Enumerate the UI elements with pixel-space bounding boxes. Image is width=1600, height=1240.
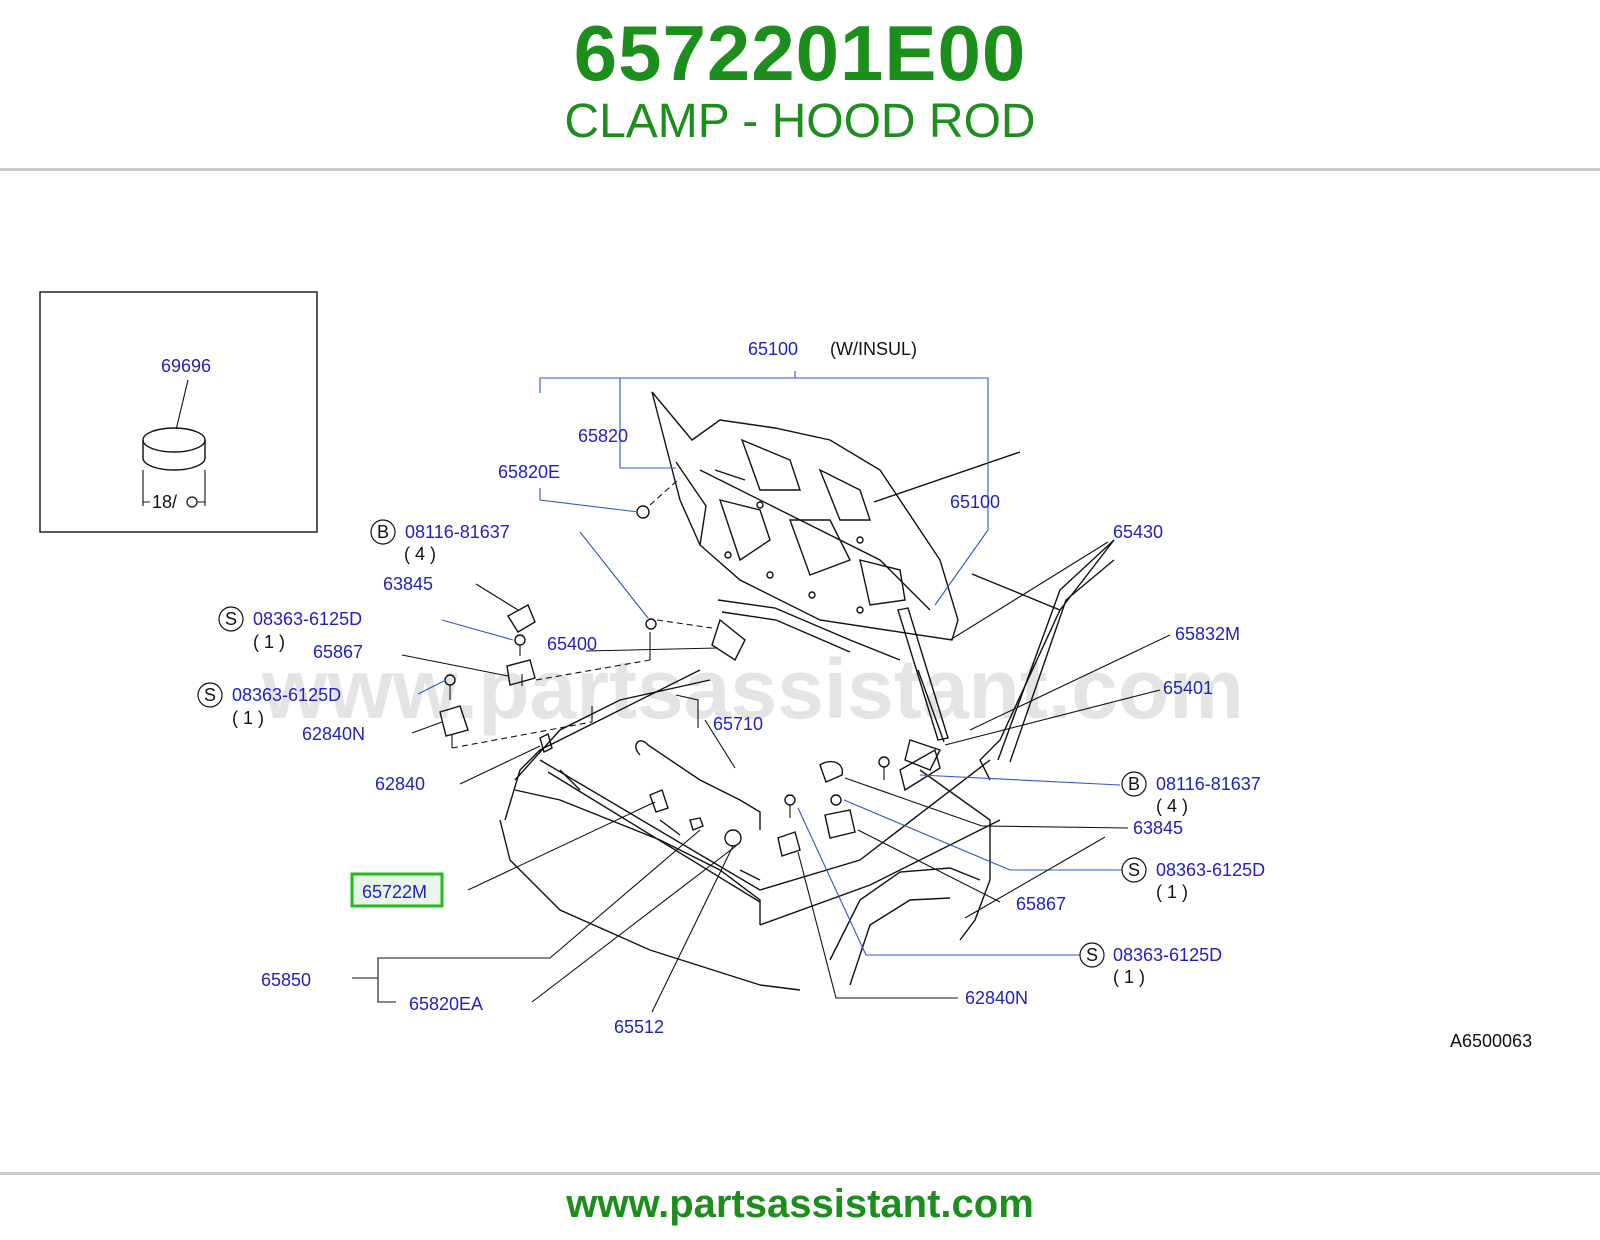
label-65820e[interactable]: 65820E [498,462,560,482]
label-69696[interactable]: 69696 [161,356,211,376]
label-65400[interactable]: 65400 [547,634,597,654]
qty-08363-3: ( 1 ) [1156,882,1188,902]
label-63845-left[interactable]: 63845 [383,574,433,594]
hood-rod [635,740,761,830]
label-65100-right[interactable]: 65100 [950,492,1000,512]
marker-s-2: S [204,685,216,705]
header-divider [0,168,1600,171]
label-65867-left[interactable]: 65867 [313,642,363,662]
highlight-box-65722m [350,872,444,908]
marker-s-3: S [1128,860,1140,880]
marker-b-right: B [1128,774,1140,794]
qty-08363-1: ( 1 ) [253,632,285,652]
label-62840n-left[interactable]: 62840N [302,724,365,744]
label-08363-6125d-4[interactable]: 08363-6125D [1113,945,1222,965]
label-62840[interactable]: 62840 [375,774,425,794]
label-08363-6125d-2[interactable]: 08363-6125D [232,685,341,705]
marker-s-4: S [1086,945,1098,965]
label-62840n-right[interactable]: 62840N [965,988,1028,1008]
qty-08363-2: ( 1 ) [232,708,264,728]
qty-08116-left: ( 4 ) [404,544,436,564]
circle-markers: B S S B S S [197,519,1147,968]
diagram-code: A6500063 [1450,1031,1532,1051]
fastener-glyphs [439,505,941,857]
label-65820ea[interactable]: 65820EA [409,994,483,1014]
label-65512[interactable]: 65512 [614,1017,664,1037]
hood-panel [651,391,959,641]
qty-08116-right: ( 4 ) [1156,796,1188,816]
label-65722m-highlighted[interactable]: 65722M [362,882,427,902]
part-description: CLAMP - HOOD ROD [564,95,1036,148]
label-08363-6125d-1[interactable]: 08363-6125D [253,609,362,629]
part-number-title: 6572201E00 [573,9,1027,97]
label-65710[interactable]: 65710 [713,714,763,734]
label-65867-right[interactable]: 65867 [1016,894,1066,914]
leader-lines [352,531,1171,1013]
inset-dimension: 18/ [152,492,177,512]
watermark-text: www.partsassistant.com [261,642,1244,736]
label-63845-right[interactable]: 63845 [1133,818,1183,838]
assembly-dashes [451,477,713,749]
page-header: 6572201E00 CLAMP - HOOD ROD [0,0,1600,168]
footer-url[interactable]: www.partsassistant.com [566,1182,1034,1226]
label-65832m[interactable]: 65832M [1175,624,1240,644]
bracket-65100 [539,371,989,606]
footer-divider [0,1172,1600,1175]
label-08116-81637-right[interactable]: 08116-81637 [1156,774,1261,794]
label-65820[interactable]: 65820 [578,426,628,446]
label-65430[interactable]: 65430 [1113,522,1163,542]
qty-08363-4: ( 1 ) [1113,967,1145,987]
inset-detail: 69696 18/ [39,291,318,533]
label-65401[interactable]: 65401 [1163,678,1213,698]
marker-s-1: S [225,609,237,629]
hood-struts [717,599,949,743]
vehicle-body [499,451,1115,991]
label-w-insul-note: (W/INSUL) [830,339,917,359]
marker-b-left: B [377,522,389,542]
label-65850[interactable]: 65850 [261,970,311,990]
label-65100-top[interactable]: 65100 [748,339,798,359]
part-labels: 65100 (W/INSUL) 65820 65820E 65100 65430… [232,339,1532,1051]
label-08363-6125d-3[interactable]: 08363-6125D [1156,860,1265,880]
label-08116-81637-left[interactable]: 08116-81637 [405,522,510,542]
